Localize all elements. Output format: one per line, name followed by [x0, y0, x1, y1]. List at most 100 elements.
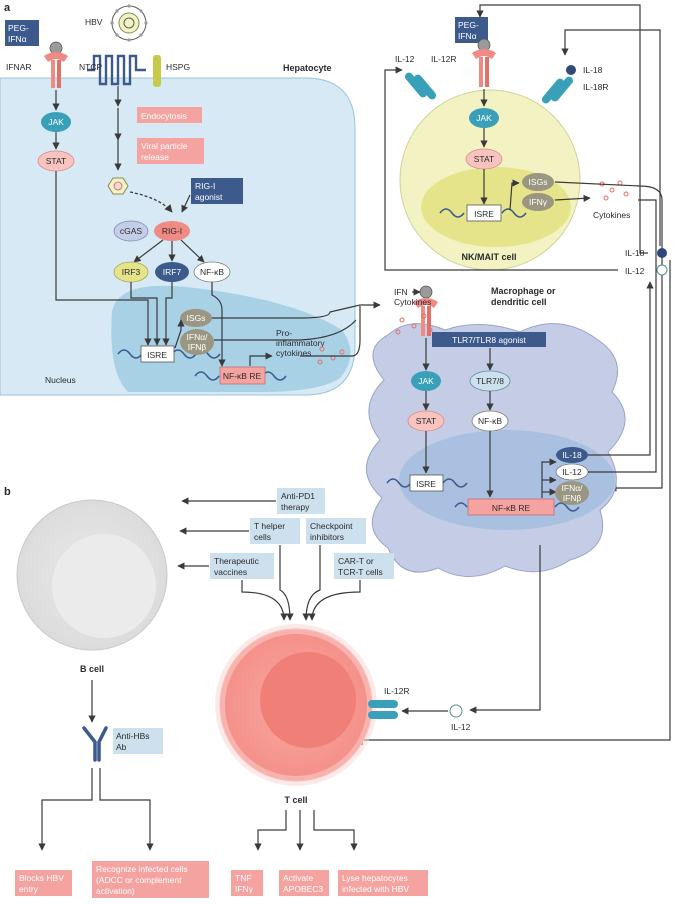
checkpoint-box [306, 518, 366, 544]
irf7-label: IRF7 [163, 267, 182, 277]
vaccines-line2: vaccines [214, 567, 247, 577]
mac-nfkb-label: NF-κB [478, 416, 502, 426]
side-il12-label: IL-12 [625, 266, 645, 276]
nk-isgs-node [522, 173, 554, 191]
t-cell-nucleus [260, 652, 356, 748]
peg-ifna-line2: IFNα [8, 34, 27, 44]
t-il12r-label: IL-12R [384, 686, 410, 696]
mac-nfkb-re-label: NF-κB RE [492, 503, 531, 513]
hbv-label: HBV [85, 17, 103, 27]
nk-ifnar-receptor-icon [472, 38, 496, 87]
lyse-line2: infected with HBV [342, 884, 409, 894]
b-cell-label: B cell [80, 664, 104, 674]
jak-label: JAK [48, 117, 64, 127]
vaccines-line1: Therapeutic [214, 556, 260, 566]
isre-label: ISRE [147, 350, 167, 360]
t-helper-line2: cells [254, 532, 271, 542]
irf3-label: IRF3 [122, 267, 141, 277]
panel-b-label: b [4, 486, 11, 498]
nk-il18r-receptor-icon [541, 76, 574, 104]
isgs-label: ISGs [187, 313, 206, 323]
nk-jak-node [469, 108, 499, 128]
nk-peg-ifna-line1: PEG- [458, 20, 479, 30]
dna-helix-icon-2 [194, 371, 287, 381]
nfkb-re-label: NF-κB RE [223, 371, 262, 381]
cgas-label: cGAS [120, 226, 143, 236]
mac-title-line2: dendritic cell [491, 297, 547, 307]
nk-peg-ifna-line2: IFNα [458, 31, 477, 41]
tlr-agonist-box [432, 332, 546, 347]
nk-il18-label: IL-18 [583, 65, 603, 75]
nk-cytokines-label: Cytokines [593, 210, 630, 220]
jak-node [41, 112, 71, 132]
mac-title-line1: Macrophage or [491, 286, 556, 296]
vaccines-box [210, 553, 274, 579]
lyse-box [338, 870, 428, 896]
mac-ifnar-receptor-icon [414, 298, 438, 336]
t-il12-ligand-icon [449, 704, 463, 718]
nk-ifng-label: IFNγ [529, 197, 548, 207]
apobec-line1: Activate [283, 873, 314, 883]
apobec-box [279, 870, 329, 896]
antibody-icon [82, 726, 108, 762]
nk-dna-helix-icon [439, 208, 527, 218]
pro-line2: inflammatory [276, 338, 325, 348]
t-helper-box [250, 518, 300, 544]
isre-box [140, 345, 175, 363]
blocks-line2: entry [19, 884, 39, 894]
nk-peg-ifna-box [455, 17, 488, 43]
mac-tlr-label: TLR7/8 [476, 376, 504, 386]
mac-cytokine-dots [395, 313, 433, 335]
nfkb-re-box [219, 366, 266, 385]
nk-title: NK/MAIT cell [461, 252, 516, 262]
pro-line1: Pro- [276, 328, 292, 338]
hepatocyte-title: Hepatocyte [283, 63, 332, 73]
mac-stat-label: STAT [416, 416, 436, 426]
pro-line3: cytokines [276, 348, 311, 358]
recognize-line1: Recognize infected cells [96, 864, 188, 874]
viral-release-line1: Viral particle [141, 141, 188, 151]
checkpoint-line1: Checkpoint [310, 521, 353, 531]
blocks-line1: Blocks HBV [19, 873, 64, 883]
recognize-box [92, 861, 209, 898]
tnf-box [231, 870, 263, 896]
mac-isre-box [409, 474, 444, 492]
hspg-label: HSPG [166, 62, 190, 72]
nk-stat-label: STAT [474, 154, 494, 164]
nk-il12-label: IL-12 [395, 54, 415, 64]
mac-dna-helix-icon-2 [454, 502, 580, 512]
anti-hbs-box [113, 728, 163, 754]
panel-a-label: a [4, 2, 11, 14]
rig-label: RIG-I [162, 226, 182, 236]
viral-release-box [137, 138, 204, 164]
cart-line1: CAR-T or [338, 556, 374, 566]
hspg-icon [153, 55, 161, 87]
tnf-line2: IFNγ [235, 884, 254, 894]
apobec-line2: APOBEC3 [283, 884, 323, 894]
mac-ifn-label: IFN [394, 287, 408, 297]
mac-il18-node [556, 447, 588, 463]
rig-agonist-line2: agonist [195, 192, 223, 202]
mac-cytokines-label: Cytokines [394, 297, 431, 307]
tlr-agonist-label: TLR7/TLR8 agonist [452, 335, 526, 345]
nucleus-label: Nucleus [45, 375, 76, 385]
nk-isgs-label: ISGs [529, 177, 548, 187]
ifnab-node [180, 329, 214, 355]
anti-pd1-box [277, 488, 325, 514]
side-il18-icon [657, 248, 667, 258]
mac-il12-label: IL-12 [562, 467, 582, 477]
recognize-line3: activation) [96, 886, 135, 896]
side-il12-icon [656, 264, 668, 276]
t-il12r-receptor-icon [368, 700, 398, 719]
b-cell-nucleus [52, 534, 156, 638]
nk-isre-box [466, 204, 502, 222]
mac-ifnab-line1: IFNα/ [562, 483, 584, 493]
mac-dna-helix-icon [386, 478, 468, 488]
recognize-line2: (ADCC or complement [96, 875, 182, 885]
nk-ifng-node [522, 193, 554, 211]
rig-node [154, 221, 190, 241]
mac-isre-label: ISRE [416, 479, 436, 489]
checkpoint-line2: inhibitors [310, 532, 344, 542]
nk-il12r-receptor-icon [404, 72, 437, 100]
nk-isre-label: ISRE [474, 209, 494, 219]
